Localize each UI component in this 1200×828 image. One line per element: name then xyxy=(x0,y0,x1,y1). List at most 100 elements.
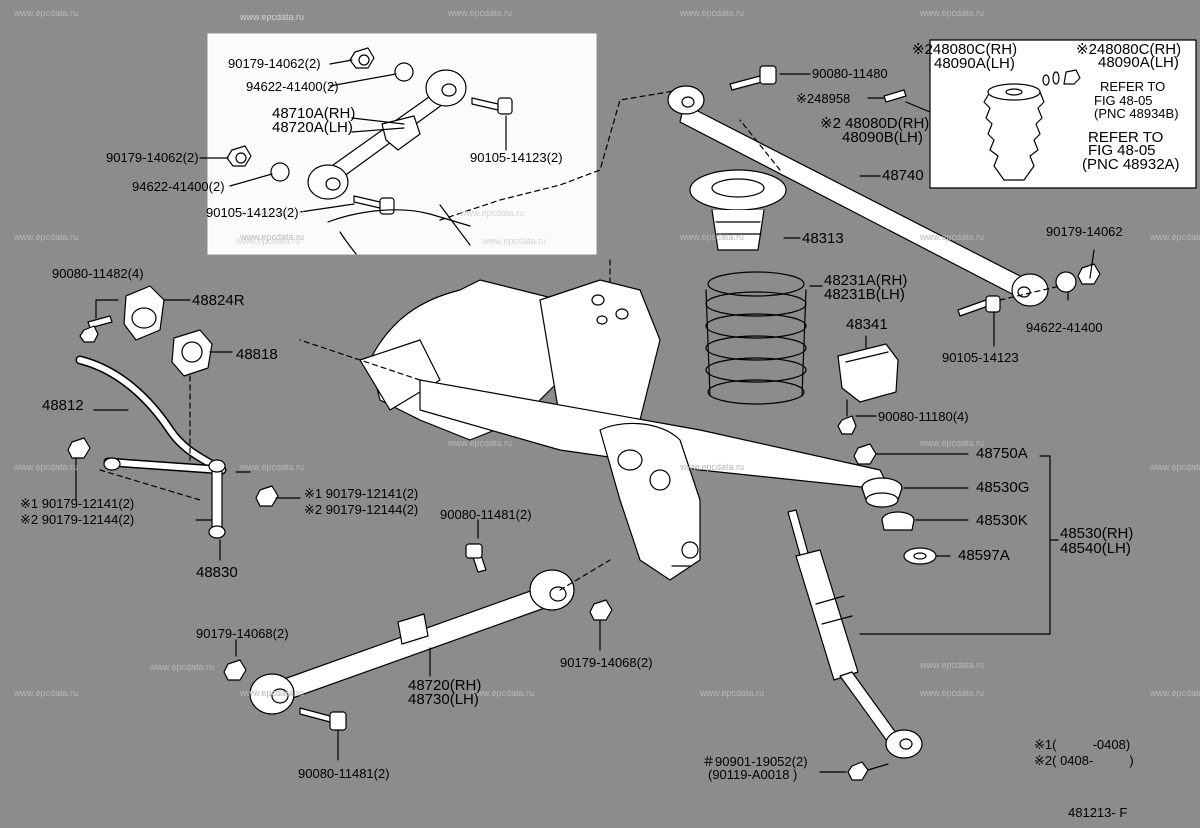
part-label: 48231B(LH) xyxy=(824,286,905,303)
part-label: (90119-A0018 ) xyxy=(708,767,798,782)
part-label: 94622-41400(2) xyxy=(132,179,225,194)
part-label: 48090A(LH) xyxy=(934,55,1015,72)
part-label: 48540(LH) xyxy=(1060,540,1131,557)
part-label: 48830 xyxy=(196,564,238,581)
dashed-guide-lines xyxy=(99,119,1061,591)
part-label: 90080-11481(2) xyxy=(298,766,390,781)
part-label: 48824R xyxy=(192,292,245,309)
watermark: www.epcdata.ru xyxy=(920,232,985,242)
part-label: REFER TO xyxy=(1088,129,1164,146)
watermark: www.epcdata.ru xyxy=(920,438,985,448)
part-label: 48730(LH) xyxy=(408,691,479,708)
watermark: www.epcdata.ru xyxy=(460,208,525,218)
part-label: ※248080C(RH) xyxy=(912,41,1018,58)
part-label: 90080-11480 xyxy=(812,66,888,81)
part-label: 48750A xyxy=(976,445,1028,462)
part-label: (PNC 48932A) xyxy=(1082,156,1180,173)
part-label: ※2 90179-12144(2) xyxy=(304,502,419,517)
watermark: www.epcdata.ru xyxy=(14,232,79,242)
part-label: REFER TO xyxy=(1100,79,1166,94)
part-label: 48090A(LH) xyxy=(1098,54,1179,71)
part-label: ※2 48080D(RH) xyxy=(820,115,930,132)
watermark: www.epcdata.ru xyxy=(1150,688,1200,698)
axle-housing xyxy=(419,379,891,581)
watermark: www.epcdata.ru xyxy=(700,688,765,698)
part-label: 90105-14123 xyxy=(942,350,1019,365)
stabilizer-bar-48812 xyxy=(75,355,227,475)
coil-spring-48231 xyxy=(705,271,807,405)
part-label: 48341 xyxy=(846,316,888,333)
part-label: 48740 xyxy=(882,167,924,184)
figure-number: 481213- F xyxy=(1068,805,1128,820)
watermark: www.epcdata.ru xyxy=(240,462,305,472)
part-label: 48313 xyxy=(802,230,844,247)
part-label: 94622-41400 xyxy=(1026,320,1103,335)
part-label: 48090B(LH) xyxy=(842,129,923,146)
watermark: www.epcdata.ru xyxy=(14,462,79,472)
watermark: www.epcdata.ru xyxy=(240,208,305,218)
part-label: ※248958 xyxy=(796,91,851,106)
watermark: www.epcdata.ru xyxy=(14,688,79,698)
watermark: www.epcdata.ru xyxy=(448,438,513,448)
stabilizer-link-48830 xyxy=(67,437,279,539)
spring-bumper-48341 xyxy=(837,343,899,435)
inset-upper-arm-detail xyxy=(199,33,597,255)
part-label: 94622-41400(2) xyxy=(246,79,339,94)
watermark: www.epcdata.ru xyxy=(14,8,79,18)
part-label: 90080-11482(4) xyxy=(52,266,144,281)
part-label: 48720A(LH) xyxy=(272,119,353,136)
part-label: 48720(RH) xyxy=(408,677,482,694)
part-label: FIG 48-05 xyxy=(1094,93,1153,108)
watermark: www.epcdata.ru xyxy=(920,660,985,670)
stabilizer-bracket-48824R xyxy=(79,285,213,377)
shock-absorber-48530 xyxy=(787,509,923,781)
part-label: 90179-14062(2) xyxy=(106,150,199,165)
lower-arm-48720 xyxy=(223,543,613,731)
watermark: www.epcdata.ru xyxy=(240,12,305,22)
part-label: 90080-11481(2) xyxy=(440,507,532,522)
part-label: ＃90901-19052(2) xyxy=(702,754,808,769)
part-label: 90105-14123(2) xyxy=(470,150,563,165)
part-label: ※1 90179-12141(2) xyxy=(20,496,135,511)
part-label: 48530(RH) xyxy=(1060,525,1134,542)
part-label: 48530G xyxy=(976,479,1030,496)
part-label: FIG 48-05 xyxy=(1088,142,1156,159)
watermark: www.epcdata.ru xyxy=(150,662,215,672)
part-label: 90179-14062(2) xyxy=(228,56,321,71)
part-label: 48818 xyxy=(236,346,278,363)
shock-absorber-hardware xyxy=(853,443,937,565)
part-label: ※248080C(RH) xyxy=(1076,41,1182,58)
part-label: 90080-11180(4) xyxy=(878,409,969,424)
watermark: www.epcdata.ru xyxy=(1150,232,1200,242)
lateral-rod-48740 xyxy=(667,65,1101,317)
part-label: 90179-14062 xyxy=(1046,224,1123,239)
watermark: www.epcdata.ru xyxy=(680,8,745,18)
part-label: 48710A(RH) xyxy=(272,105,356,122)
watermark: www.epcdata.ru xyxy=(920,688,985,698)
watermark: www.epcdata.ru xyxy=(920,8,985,18)
part-label: 90179-14068(2) xyxy=(560,655,653,670)
legend-note: ※2( 0408- ) xyxy=(1034,753,1134,768)
part-label: 90179-14068(2) xyxy=(196,626,289,641)
shock-mount-detail-box xyxy=(929,39,1197,189)
part-label: 48530K xyxy=(976,512,1028,529)
leader-lines xyxy=(75,73,1095,773)
watermark: www.epcdata.ru xyxy=(482,236,547,246)
legend-note: ※1( -0408) xyxy=(1034,737,1131,752)
part-label: 48231A(RH) xyxy=(824,272,908,289)
part-label: 90105-14123(2) xyxy=(206,205,299,220)
watermark: www.epcdata.ru xyxy=(1150,462,1200,472)
watermark: www.epcdata.ru xyxy=(240,688,305,698)
watermark: www.epcdata.ru xyxy=(236,236,301,246)
part-label: 48597A xyxy=(958,547,1010,564)
part-label: 48812 xyxy=(42,397,84,414)
part-label: ※1 90179-12141(2) xyxy=(304,486,419,501)
watermark: www.epcdata.ru xyxy=(240,232,305,242)
watermark: www.epcdata.ru xyxy=(470,688,535,698)
watermark: www.epcdata.ru xyxy=(680,232,745,242)
part-label: (PNC 48934B) xyxy=(1094,106,1179,121)
watermark: www.epcdata.ru xyxy=(680,462,745,472)
bump-stopper-48313 xyxy=(689,169,787,251)
